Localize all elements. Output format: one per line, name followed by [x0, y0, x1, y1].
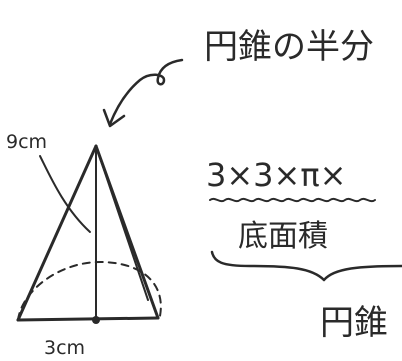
- bottom-text: 円錐: [320, 303, 388, 343]
- cone-cut-edge: [95, 145, 149, 301]
- curly-brace: [210, 250, 402, 282]
- base-area-text: 底面積: [238, 219, 328, 254]
- cone-left-edge: [16, 144, 98, 322]
- cone-base-front: [16, 316, 160, 322]
- base-center-point: [92, 316, 100, 324]
- pointer-arrow: [108, 58, 184, 126]
- title-text: 円錐の半分: [204, 27, 374, 67]
- cone-base-hidden-arc: [17, 261, 162, 321]
- radius-label: 3cm: [44, 337, 85, 359]
- formula-text: 3×3×π×: [206, 156, 346, 194]
- height-label: 9cm: [6, 131, 47, 153]
- height-leader-line: [39, 155, 91, 233]
- formula-wavy-underline: [209, 197, 376, 203]
- arrow-head: [102, 108, 126, 128]
